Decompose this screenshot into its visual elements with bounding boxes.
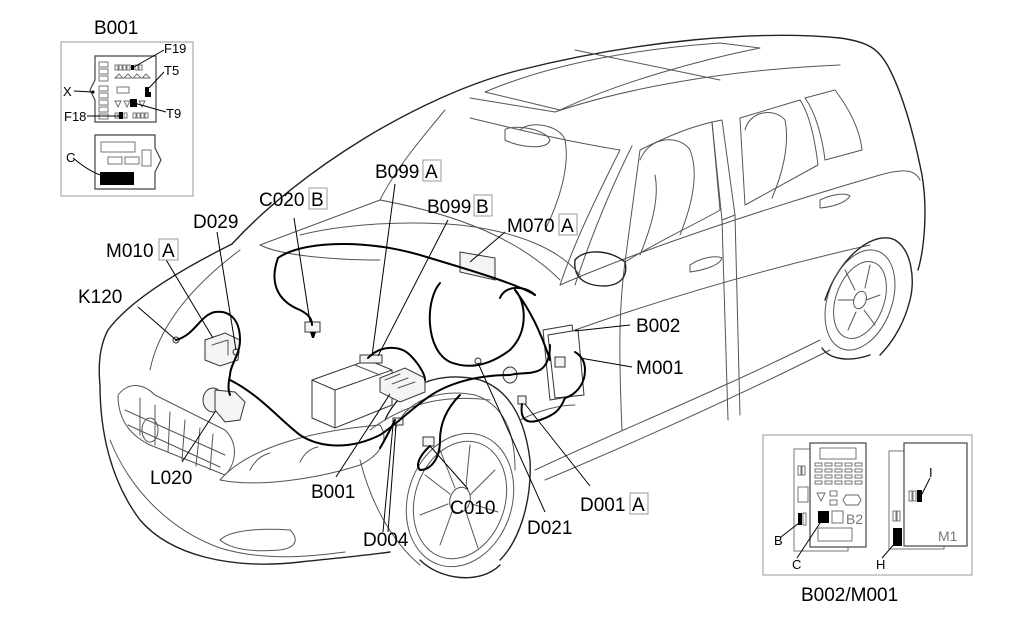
car-sill [534, 339, 831, 481]
car-headlight [219, 424, 385, 484]
inset-b001-label-f18: F18 [64, 109, 86, 124]
callout-b099b: B099 [427, 197, 471, 218]
callout-c020-tag-box [308, 187, 328, 210]
car-side-belt-line [559, 170, 921, 286]
car-side-mirror [574, 251, 627, 287]
callout-b001: B001 [311, 482, 355, 503]
callout-c020: C020 [259, 190, 304, 211]
inset-b001-title: B001 [94, 18, 138, 39]
wire-front-left [175, 310, 241, 396]
car-rear-wheel [824, 249, 896, 351]
inset-m001-connector-h [893, 528, 902, 546]
wiring-harness [175, 242, 586, 471]
callout-m010: M010 [106, 241, 154, 262]
fuse-box-component [379, 367, 426, 403]
car-grille [117, 385, 235, 476]
inset-b001-label-c: C [66, 150, 75, 165]
callout-l020: L020 [150, 468, 192, 489]
callout-d021: D021 [527, 518, 572, 539]
inset-b002-m001: B2 B C M1 I H B002/M001 [762, 434, 973, 606]
inset-b002-fuse-grid [814, 462, 863, 485]
inset-b002-connector-b [798, 513, 802, 525]
callout-d001-tag: A [632, 495, 645, 516]
callout-c010: C010 [450, 498, 495, 519]
car-windshield [379, 109, 621, 281]
callout-m010-tag: A [162, 241, 175, 262]
callout-b099b-tag: B [476, 197, 489, 218]
inset-b002-label-b: B [774, 533, 783, 548]
inset-b002-label-b2: B2 [846, 511, 863, 527]
l020-compressor [202, 387, 246, 423]
d001-connector [517, 395, 527, 405]
inset-b001-label-t9: T9 [166, 106, 181, 121]
m070-module [459, 251, 496, 281]
callout-labels: K120 M010 A D029 C020 B B099 A B099 B M0… [78, 159, 684, 551]
inset-b001-label-x: X [63, 84, 72, 99]
m010-module [204, 332, 241, 367]
b002-m001-panel [542, 324, 585, 401]
callout-m070-tag-box [558, 213, 578, 236]
callout-b099b-tag-box [473, 194, 493, 217]
inset-b002-connector-c [818, 511, 829, 523]
callout-d001-tag-box [629, 492, 649, 515]
inset-m001-connector-i [917, 490, 922, 502]
battery-component [311, 354, 393, 429]
inset-b001: B001 [60, 18, 194, 197]
callout-c020-tag: B [311, 190, 324, 211]
car-hood-edge [98, 243, 233, 386]
car-front-bumper [99, 384, 391, 565]
inset-m001-label-i: I [929, 465, 933, 480]
callout-b099a: B099 [375, 162, 419, 183]
car-front-wheel [405, 432, 515, 568]
c010-sensor [422, 436, 435, 447]
car-rear-window [739, 99, 819, 206]
callout-b002: B002 [636, 316, 680, 337]
callout-k120: K120 [78, 287, 122, 308]
inset-b002-label-c: C [792, 557, 801, 572]
callout-b099a-tag: A [425, 162, 438, 183]
car-roofline [231, 34, 926, 271]
inset-m001-label-m1: M1 [938, 528, 958, 544]
callout-d004: D004 [363, 530, 409, 551]
callout-m070: M070 [507, 216, 555, 237]
car-illustration [98, 34, 926, 579]
wire-under-battery [229, 374, 511, 447]
car-sunroof [484, 42, 761, 111]
callout-d029: D029 [193, 212, 238, 233]
components [172, 251, 585, 447]
inset-b001-label-t5: T5 [164, 63, 179, 78]
callout-m010-tag-box [158, 238, 179, 261]
callout-b099a-tag-box [422, 159, 442, 182]
inset-m001-label-h: H [876, 557, 885, 572]
wire-main-harness [277, 242, 536, 296]
callout-m070-tag: A [561, 216, 574, 237]
car-front-window [624, 121, 721, 263]
inset-b002-m001-title: B002/M001 [801, 585, 898, 606]
inset-b001-label-f19: F19 [164, 41, 186, 56]
callout-m001: M001 [636, 358, 684, 379]
car-rear-wheel-arch [824, 237, 913, 356]
leader-lines [137, 183, 633, 533]
car-fog-lamp [219, 528, 296, 552]
wire-loop-right [428, 282, 525, 367]
callout-d001: D001 [580, 495, 625, 516]
